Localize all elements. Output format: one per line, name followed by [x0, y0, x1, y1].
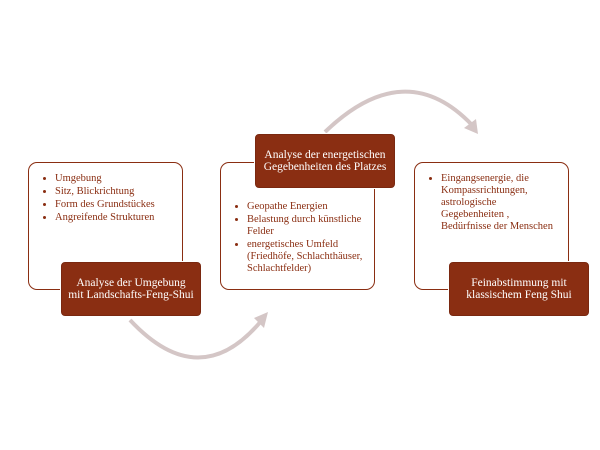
connector-arrowhead-1-to-2 [254, 312, 268, 328]
step-1-list: Umgebung Sitz, Blickrichtung Form des Gr… [49, 173, 174, 224]
list-item: Angreifende Strukturen [55, 212, 174, 224]
list-item: Form des Grundstückes [55, 199, 174, 211]
list-item: Eingangsenergie, die Kompassrichtungen, … [441, 173, 560, 233]
list-item: Sitz, Blickrichtung [55, 186, 174, 198]
connector-arrow-1-to-2 [128, 318, 264, 360]
list-item: Umgebung [55, 173, 174, 185]
list-item: Belastung durch künstliche Felder [247, 214, 366, 238]
connector-arrow-2-to-3 [323, 89, 474, 134]
step-2-title: Analyse der energetischen Gegebenheiten … [255, 134, 395, 188]
step-2-list: Geopathe Energien Belastung durch künstl… [241, 201, 366, 275]
list-item: energetisches Umfeld (Friedhöfe, Schlach… [247, 239, 366, 275]
list-item: Geopathe Energien [247, 201, 366, 213]
step-3-list: Eingangsenergie, die Kompassrichtungen, … [435, 173, 560, 233]
step-1-title: Analyse der Umgebung mit Landschafts-Fen… [61, 262, 201, 316]
connector-arrowhead-2-to-3 [464, 119, 478, 134]
step-3-title: Feinabstimmung mit klassischem Feng Shui [449, 262, 589, 316]
